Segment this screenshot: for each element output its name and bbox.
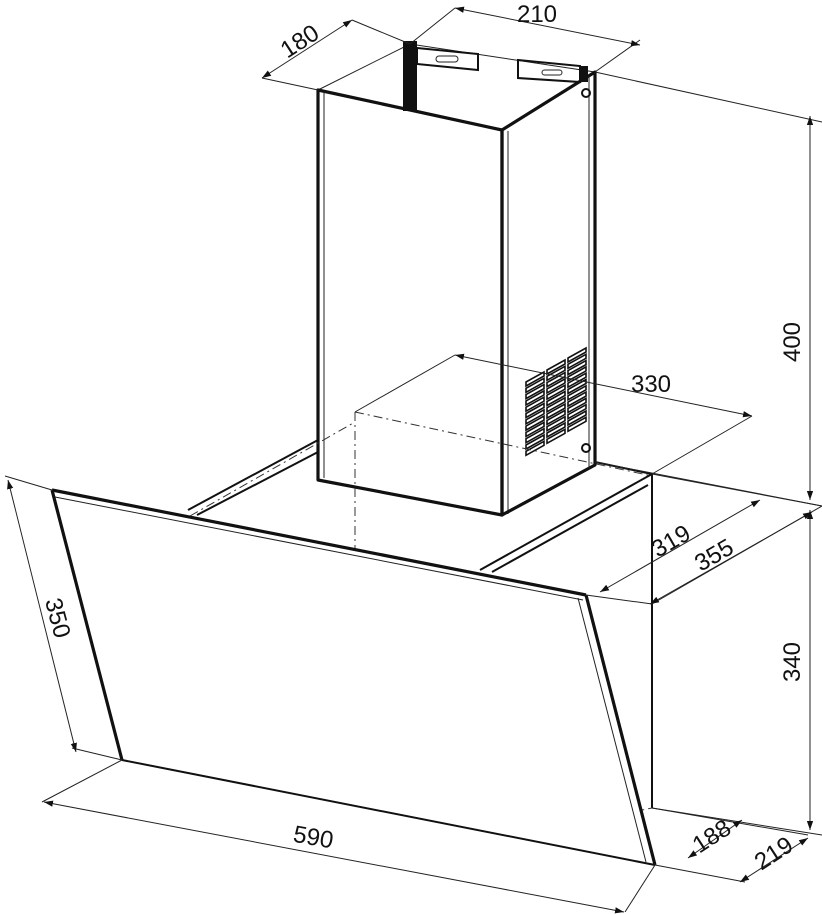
vent-slot — [546, 415, 566, 433]
vent-slot — [567, 415, 587, 433]
chimney-front-face — [316, 88, 504, 517]
glass-panel — [50, 488, 657, 866]
dimension-lines — [7, 6, 814, 914]
canopy-left-back-edge — [187, 439, 319, 511]
screw-bottom — [581, 443, 591, 453]
dim-line-210 — [454, 6, 641, 47]
dim-line-188 — [687, 819, 743, 859]
vent-slot — [525, 433, 545, 451]
dim-line-590 — [43, 800, 625, 914]
vent-slot — [546, 427, 566, 445]
dim-line-219 — [739, 837, 809, 883]
dim-label-340: 340 — [779, 642, 806, 682]
dim-line-350 — [7, 479, 77, 753]
dim-line-180 — [261, 19, 353, 79]
dim-label-330: 330 — [631, 371, 671, 398]
glass-right-edge — [584, 594, 657, 866]
glass-top-edge — [51, 488, 587, 597]
chimney — [316, 41, 597, 517]
dim-label-319: 319 — [647, 520, 695, 563]
mounting-bracket-left — [403, 41, 479, 111]
vent-slot — [546, 421, 566, 439]
dim-label-590: 590 — [291, 821, 335, 855]
dim-label-400: 400 — [779, 322, 806, 362]
glass-top-inner — [54, 496, 584, 601]
glass-right-inner — [577, 597, 647, 863]
canopy-right-edge-inner — [491, 484, 649, 573]
ventilation-grille — [525, 346, 587, 457]
vent-slot — [525, 427, 545, 445]
vent-slot — [525, 421, 545, 438]
vent-slot — [525, 439, 545, 457]
dim-label-350: 350 — [39, 595, 75, 641]
dim-line-330 — [454, 353, 753, 418]
dim-label-180: 180 — [276, 19, 324, 63]
screw-top — [581, 88, 591, 98]
canopy-right-edge — [479, 473, 653, 571]
vent-slot — [525, 414, 545, 432]
dim-label-355: 355 — [690, 534, 738, 577]
mounting-bracket-right — [517, 58, 588, 84]
canopy-left-back-edge-inner — [196, 451, 319, 516]
dim-line-355 — [649, 511, 813, 605]
dim-label-210: 210 — [517, 1, 557, 28]
dim-label-219: 219 — [750, 831, 798, 875]
